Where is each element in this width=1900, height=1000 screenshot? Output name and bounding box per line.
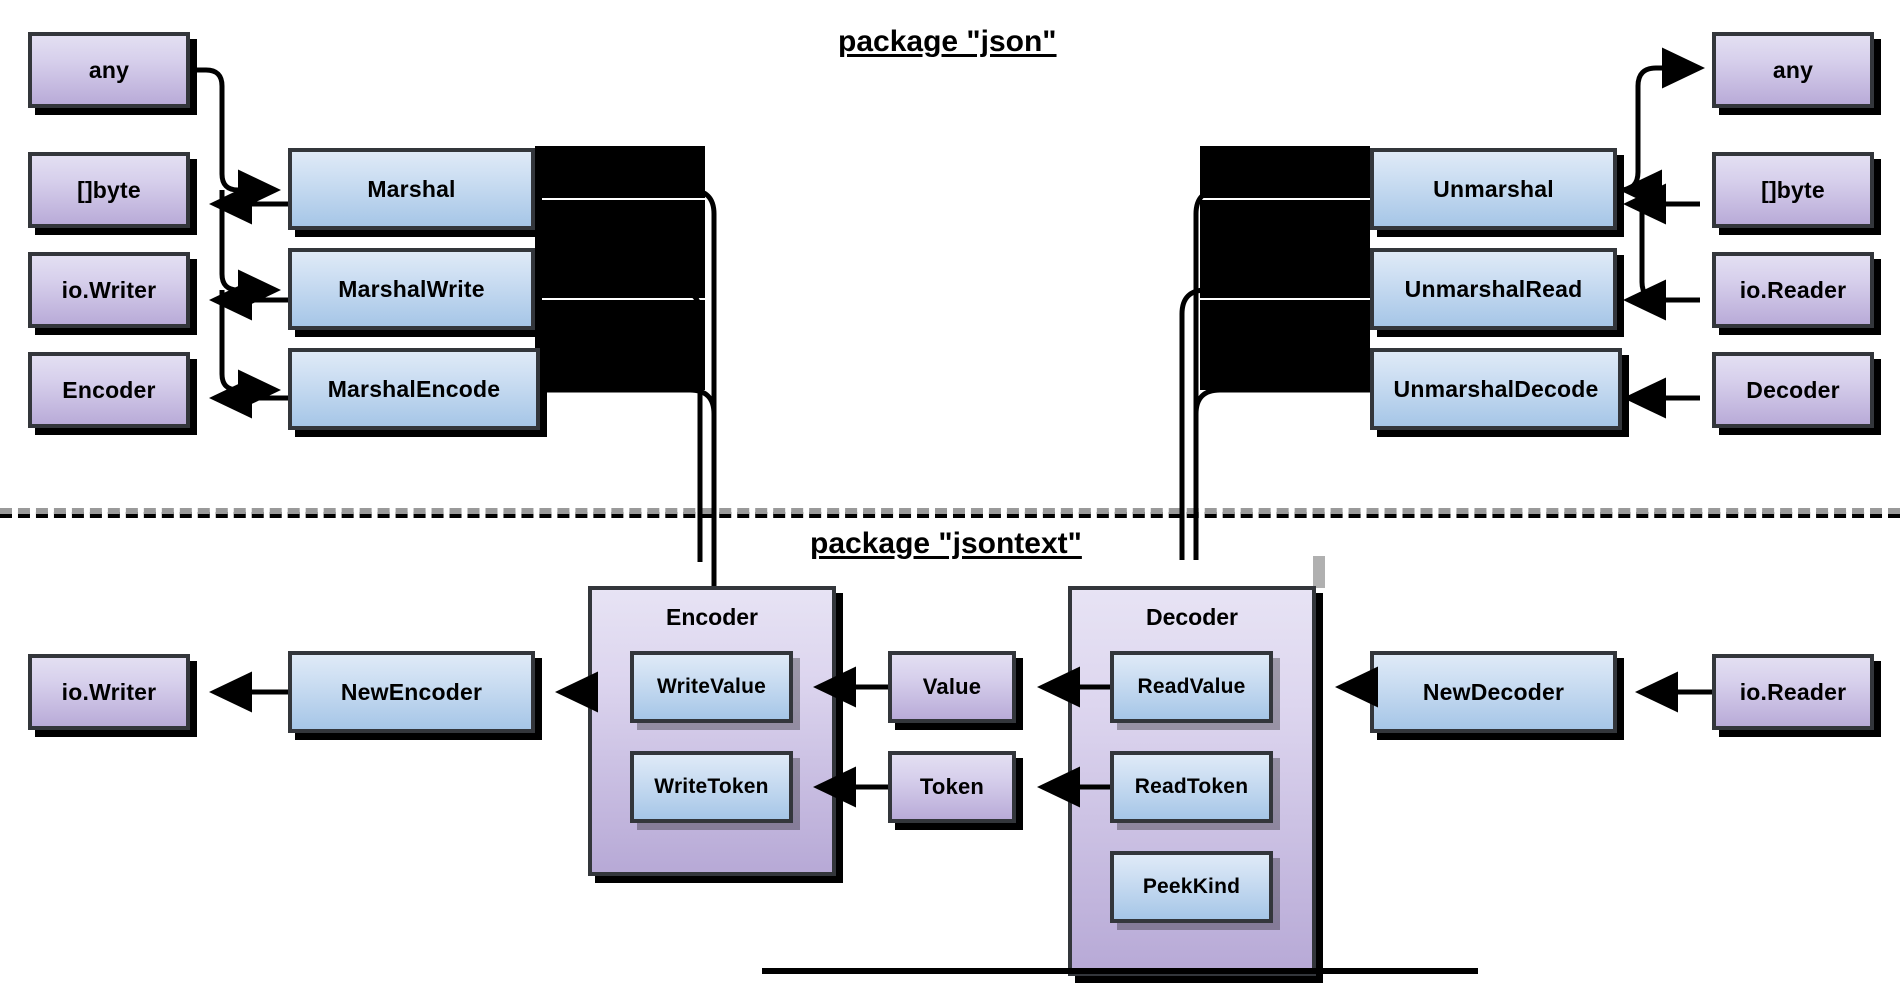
type-box-value[interactable]: Value [888,651,1016,723]
node-label: ReadValue [1137,675,1246,698]
render-artifact-block [535,300,705,390]
func-box-marshalwrite[interactable]: MarshalWrite [288,248,535,330]
node-label: WriteToken [654,775,769,798]
node-label: []byte [77,176,141,203]
method-box-readvalue[interactable]: ReadValue [1110,651,1273,723]
node-label: Value [922,674,982,699]
node-label: any [88,56,130,83]
type-box-bytes-left[interactable]: []byte [28,152,190,228]
func-box-marshal[interactable]: Marshal [288,148,535,230]
package-title-json: package "json" [838,25,1057,58]
type-box-any-left[interactable]: any [28,32,190,108]
node-label: Marshal [367,175,456,202]
container-title-encoder: Encoder [665,604,759,630]
node-label: MarshalEncode [327,375,501,402]
package-divider [0,508,1900,514]
container-title-decoder: Decoder [1145,604,1239,630]
func-box-unmarshaldecode[interactable]: UnmarshalDecode [1370,348,1622,430]
method-box-peekkind[interactable]: PeekKind [1110,851,1273,923]
node-label: []byte [1761,176,1825,203]
type-box-iowriter-bottom[interactable]: io.Writer [28,654,190,730]
node-label: ReadToken [1134,775,1249,798]
node-label: Decoder [1746,376,1840,403]
type-box-bytes-right[interactable]: []byte [1712,152,1874,228]
type-box-decoder-right[interactable]: Decoder [1712,352,1874,428]
package-title-jsontext: package "jsontext" [810,527,1082,560]
node-label: Unmarshal [1433,175,1554,202]
node-label: NewEncoder [340,678,483,705]
type-box-ioreader-bottom[interactable]: io.Reader [1712,654,1874,730]
node-label: Encoder [62,376,156,403]
func-box-unmarshalread[interactable]: UnmarshalRead [1370,248,1617,330]
node-label: WriteValue [657,675,766,698]
node-label: io.Writer [61,678,157,705]
node-label: PeekKind [1142,875,1241,898]
package-divider-shadow [0,512,1900,518]
func-box-marshalencode[interactable]: MarshalEncode [288,348,540,430]
render-artifact-block [1200,300,1370,390]
node-label: io.Reader [1739,276,1847,303]
type-box-iowriter-left[interactable]: io.Writer [28,252,190,328]
node-label: MarshalWrite [338,275,485,302]
node-label: Token [919,774,985,799]
method-box-readtoken[interactable]: ReadToken [1110,751,1273,823]
func-box-newencoder[interactable]: NewEncoder [288,651,535,733]
node-label: any [1772,56,1814,83]
node-label: io.Reader [1739,678,1847,705]
render-artifact-block [535,200,705,298]
type-box-any-right[interactable]: any [1712,32,1874,108]
node-label: NewDecoder [1422,678,1565,705]
node-label: UnmarshalDecode [1393,375,1599,402]
render-artifact-block [1200,200,1370,298]
func-box-newdecoder[interactable]: NewDecoder [1370,651,1617,733]
node-label: io.Writer [61,276,157,303]
node-label: UnmarshalRead [1404,275,1583,302]
method-box-writetoken[interactable]: WriteToken [630,751,793,823]
container-encoder[interactable]: Encoder [588,586,836,876]
method-box-writevalue[interactable]: WriteValue [630,651,793,723]
type-box-token[interactable]: Token [888,751,1016,823]
type-box-encoder-left[interactable]: Encoder [28,352,190,428]
func-box-unmarshal[interactable]: Unmarshal [1370,148,1617,230]
bottom-baseline-rule [762,968,1478,974]
type-box-ioreader-right[interactable]: io.Reader [1712,252,1874,328]
render-artifact-tick [1313,556,1325,588]
